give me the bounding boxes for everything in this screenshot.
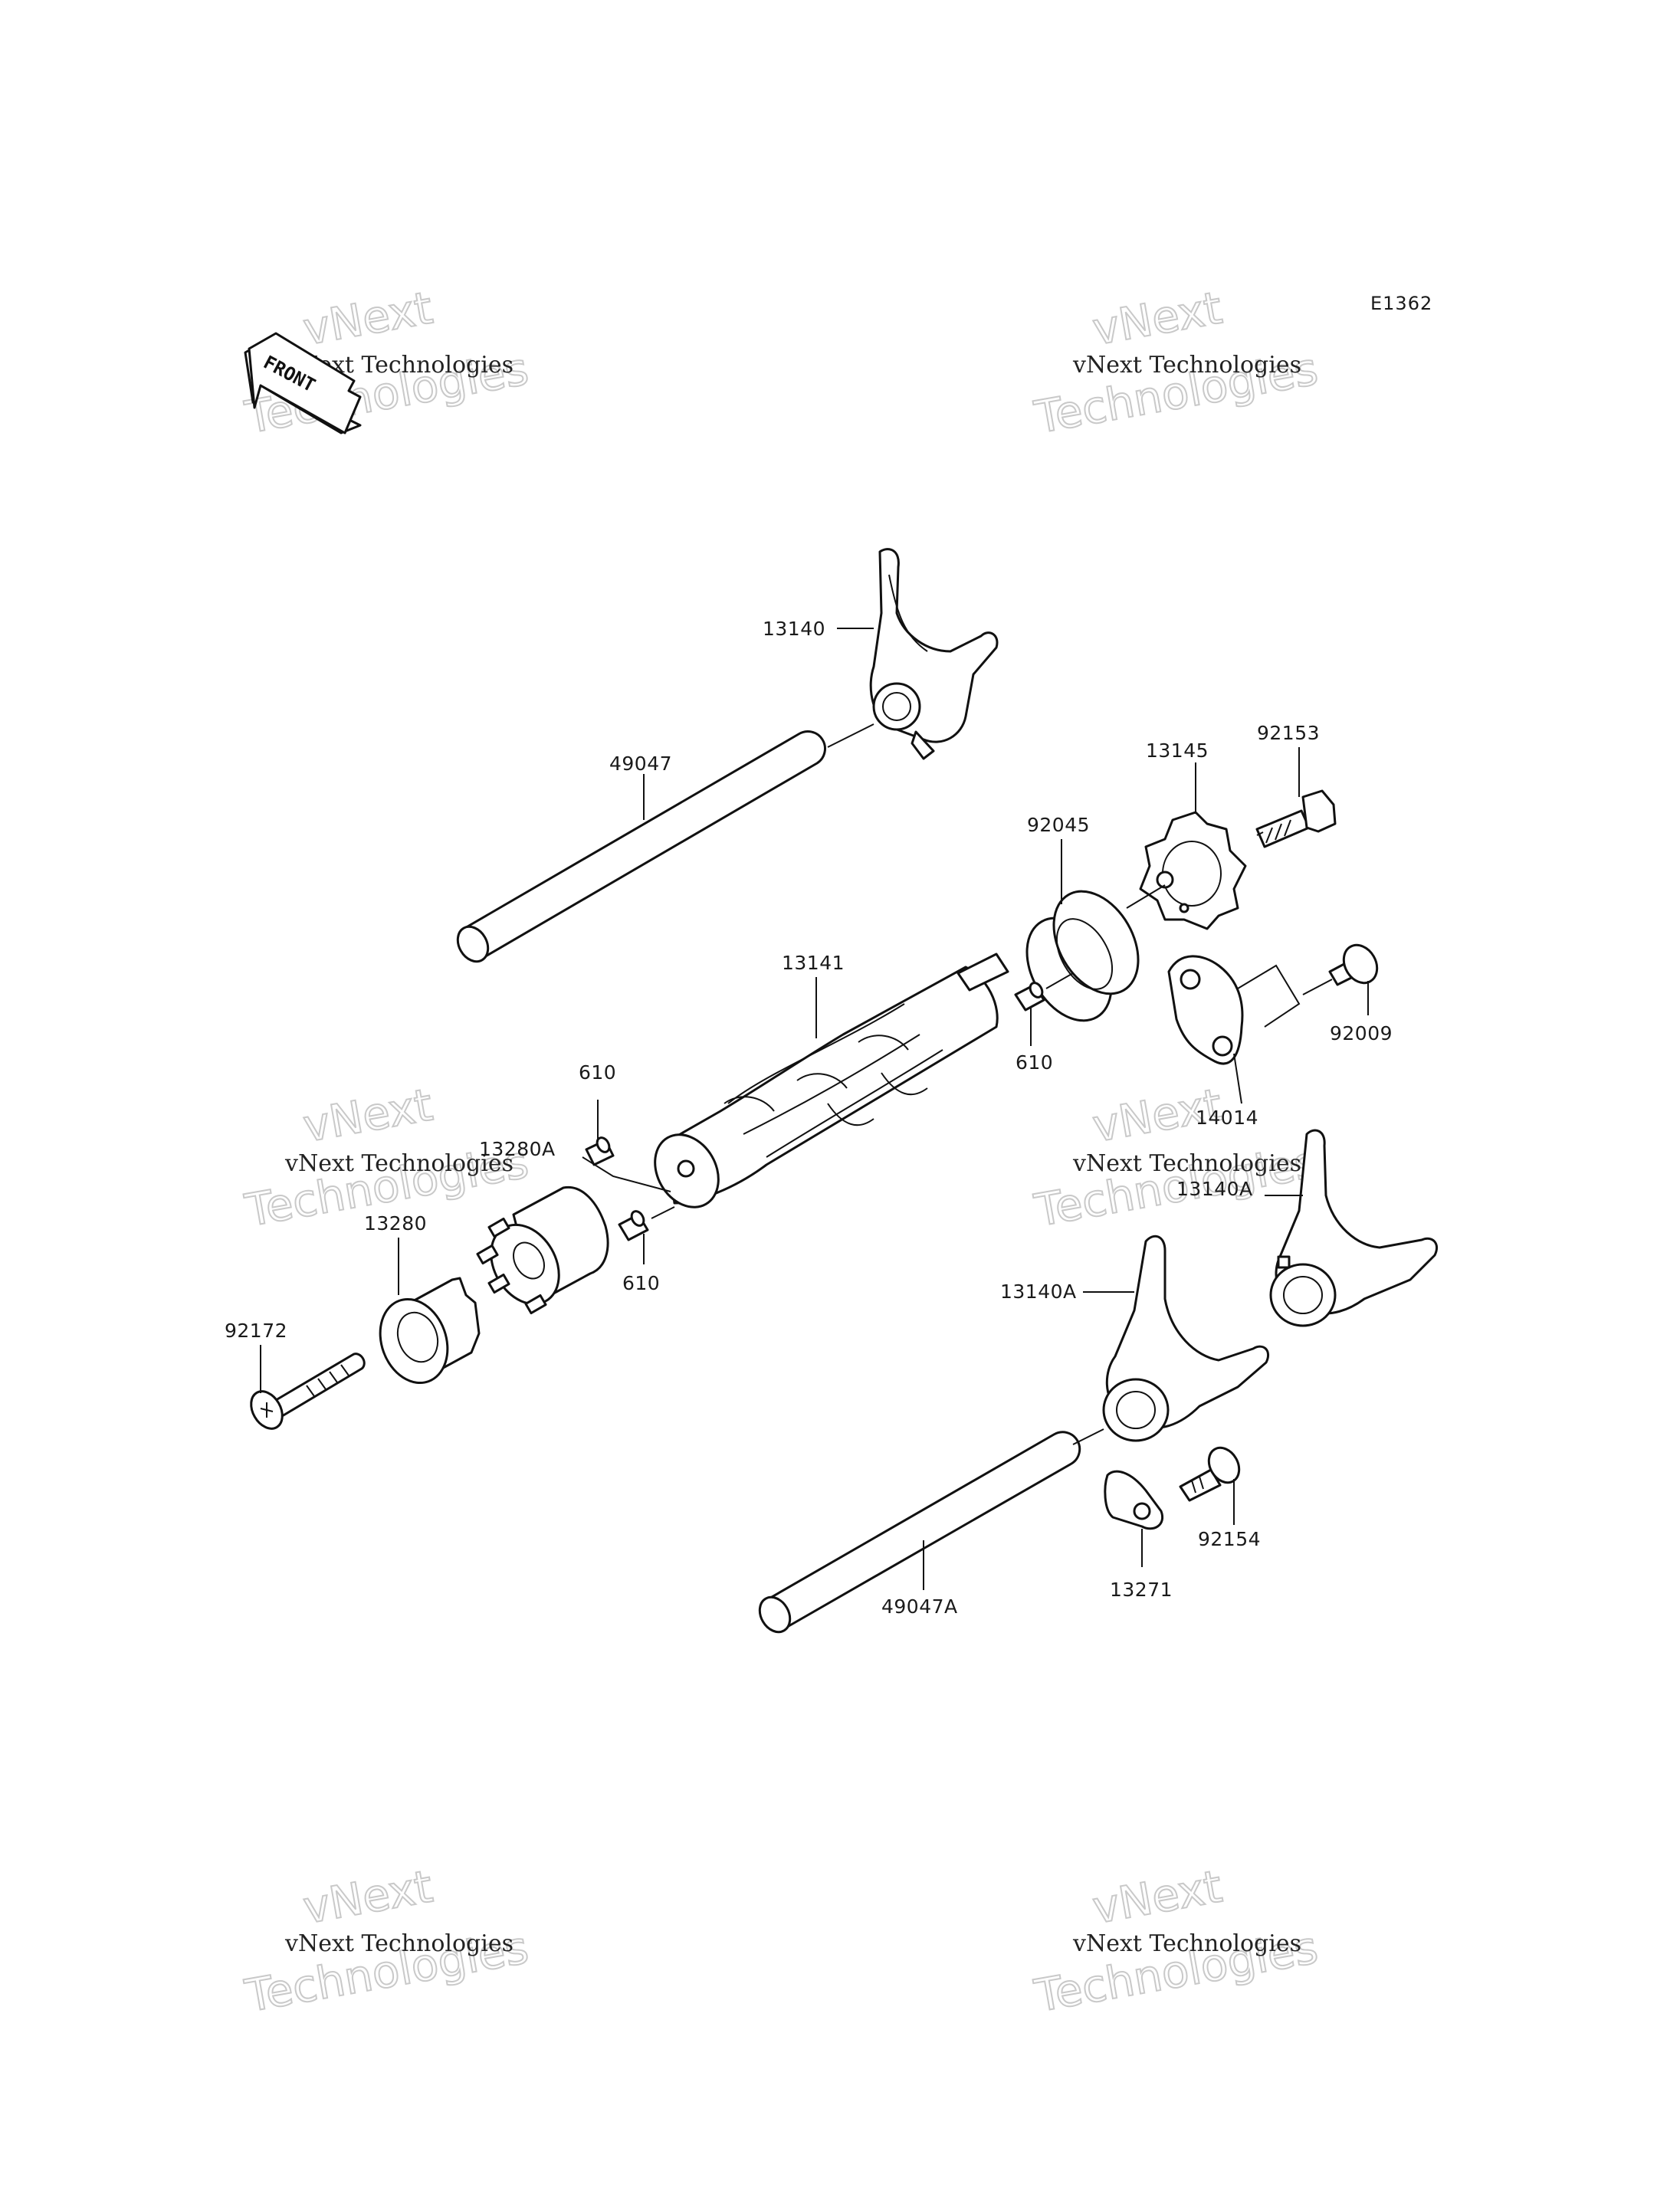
label-13280: 13280 <box>364 1212 427 1235</box>
label-13145: 13145 <box>1146 739 1209 762</box>
label-92153: 92153 <box>1257 722 1320 744</box>
svg-text:vNext: vNext <box>300 1860 437 1933</box>
svg-text:vNext Technologies: vNext Technologies <box>284 1930 514 1957</box>
svg-text:vNext: vNext <box>300 1078 437 1152</box>
label-13140A-back: 13140A <box>1176 1178 1253 1200</box>
pin-610-lower <box>618 1210 649 1241</box>
svg-text:vNext: vNext <box>300 281 437 355</box>
shift-drum-cam-13145 <box>1139 811 1247 930</box>
diagram-code: E1362 <box>1370 293 1432 314</box>
label-92172: 92172 <box>225 1320 287 1342</box>
front-arrow-icon: FRONT <box>244 332 362 434</box>
label-13140A-front: 13140A <box>1000 1280 1077 1303</box>
bolt-92154 <box>1179 1446 1241 1502</box>
svg-text:vNext Technologies: vNext Technologies <box>1072 1150 1301 1177</box>
watermark-mid-left: vNext Technologies vNext Technologies <box>241 1077 533 1238</box>
bolt-92172 <box>250 1353 366 1430</box>
svg-text:vNext: vNext <box>1089 281 1226 355</box>
label-610-top: 610 <box>579 1061 616 1084</box>
svg-text:vNext Technologies: vNext Technologies <box>1072 1930 1301 1957</box>
shift-fork-13140A-front <box>1102 1235 1270 1442</box>
shift-fork-13140 <box>869 548 999 760</box>
label-610-right: 610 <box>1016 1051 1053 1074</box>
watermark-top-right: vNext Technologies vNext Technologies <box>1030 280 1323 444</box>
label-92154: 92154 <box>1198 1528 1261 1550</box>
bolt-92153 <box>1255 789 1337 848</box>
pin-610-top <box>585 1136 615 1166</box>
shift-fork-13140A-back <box>1269 1129 1439 1327</box>
label-610-lower: 610 <box>622 1272 660 1294</box>
watermark-mid-right: vNext Technologies vNext Technologies <box>1030 1077 1323 1238</box>
watermark-bottom-right: vNext Technologies vNext Technologies <box>1030 1859 1323 2023</box>
cam-13280 <box>379 1277 481 1385</box>
svg-text:vNext Technologies: vNext Technologies <box>284 1150 514 1177</box>
shaft-49047 <box>456 730 826 963</box>
pin-holder-13280A <box>476 1185 609 1315</box>
plate-14014 <box>1167 955 1244 1065</box>
label-92045: 92045 <box>1027 814 1090 836</box>
bearing-92045 <box>1025 890 1140 1022</box>
label-14014: 14014 <box>1196 1107 1258 1129</box>
svg-text:vNext Technologies: vNext Technologies <box>1072 352 1301 379</box>
label-13141: 13141 <box>782 952 845 974</box>
plate-13271 <box>1104 1470 1164 1530</box>
label-49047A: 49047A <box>881 1595 958 1618</box>
svg-text:vNext: vNext <box>1089 1860 1226 1933</box>
label-13140: 13140 <box>763 618 825 640</box>
label-92009: 92009 <box>1330 1022 1393 1044</box>
watermark-bottom-left: vNext Technologies vNext Technologies <box>241 1859 533 2023</box>
pin-610-right <box>1014 982 1045 1012</box>
shift-drum-13141 <box>654 953 1009 1208</box>
label-49047: 49047 <box>609 753 672 775</box>
label-13271: 13271 <box>1110 1579 1173 1601</box>
screw-92009 <box>1328 943 1379 986</box>
label-13280A: 13280A <box>479 1138 556 1160</box>
